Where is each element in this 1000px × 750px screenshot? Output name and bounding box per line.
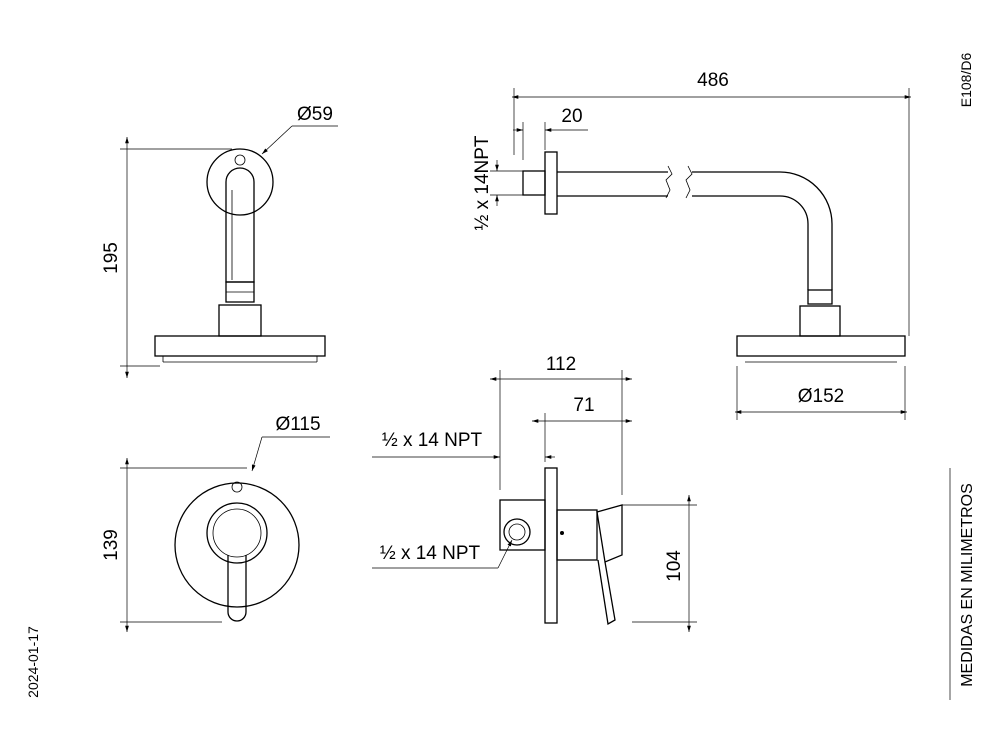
dim-label-valve-height: 104: [664, 550, 685, 582]
dim-valve-depth-total: [490, 370, 632, 495]
dim-valve-depth-body: [532, 413, 632, 462]
dim-plate-diameter: [251, 436, 330, 472]
dim-label-valve-thread-bottom: ½ x 14 NPT: [380, 543, 481, 564]
dim-label-plate-height: 139: [101, 529, 122, 561]
drawing-code: E108/D6: [958, 53, 974, 108]
dim-label-valve-depth-body: 71: [573, 395, 594, 416]
dim-label-thread-depth: 20: [561, 106, 582, 127]
dim-flange-diameter: [261, 125, 338, 155]
dim-label-valve-depth-total: 112: [546, 354, 576, 375]
dim-thread-depth: [513, 122, 588, 160]
units-note: MEDIDAS EN MILIMETROS: [959, 483, 976, 687]
dim-label-valve-thread-top: ½ x 14 NPT: [382, 430, 483, 451]
dim-label-arm-thread: ½ x 14NPT: [472, 135, 493, 230]
shower-arm-side-view: [522, 151, 906, 363]
dim-label-head-diameter: Ø152: [798, 386, 844, 407]
dim-arm-height: [120, 137, 232, 378]
valve-plate-front-view: [174, 481, 300, 622]
dim-arm-thread: [490, 160, 523, 206]
shower-arm-front-view: [154, 148, 326, 363]
dim-label-arm-height: 195: [101, 242, 122, 274]
dim-label-arm-length: 486: [697, 70, 729, 91]
valve-side-view: [499, 467, 623, 626]
dim-arm-length: [511, 88, 911, 336]
drawing-date: 2024-01-17: [25, 626, 41, 698]
dim-label-flange-diameter: Ø59: [297, 104, 333, 125]
dim-valve-height: [622, 495, 697, 632]
dim-plate-height: [120, 458, 247, 632]
dim-label-plate-diameter: Ø115: [275, 414, 320, 435]
dim-head-diameter: [735, 366, 907, 420]
dim-valve-thread-bottom: [372, 539, 513, 569]
